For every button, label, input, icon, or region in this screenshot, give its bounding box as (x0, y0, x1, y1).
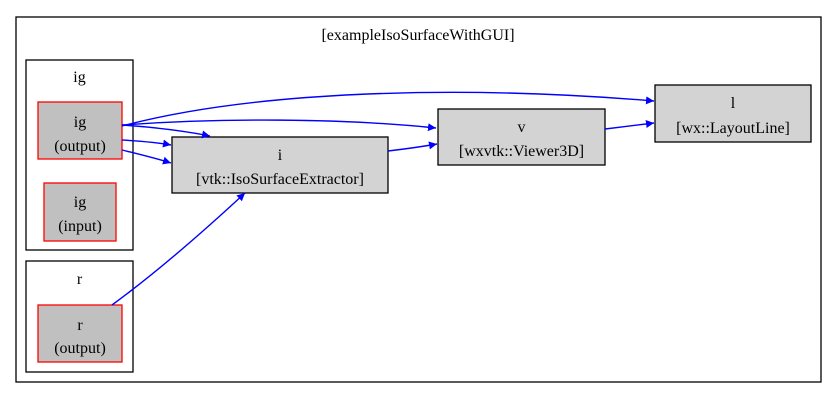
node-l[interactable]: l [wx::LayoutLine] (654, 84, 812, 143)
edge-r-output-to-i[interactable] (111, 192, 246, 306)
graph-title: [exampleIsoSurfaceWithGUI] (321, 27, 514, 44)
edge-v-to-l[interactable] (604, 120, 655, 130)
cluster-ig: ig ig (output) ig (input) (25, 59, 134, 251)
edge-ig-output-to-i-1[interactable] (121, 124, 211, 139)
graph-border (15, 16, 822, 383)
node-i-name: i (278, 147, 283, 164)
edge-ig-output-to-l[interactable] (121, 91, 655, 127)
port-ig-output-name: ig (74, 114, 86, 131)
port-r-output[interactable]: r (output) (37, 304, 123, 363)
port-ig-input[interactable]: ig (input) (43, 182, 117, 242)
port-ig-input-name: ig (74, 194, 86, 211)
edge-ig-output-to-v[interactable] (121, 119, 437, 132)
edge-ig-output-to-i-3[interactable] (121, 149, 172, 165)
node-l-type: [wx::LayoutLine] (676, 120, 790, 137)
node-l-name: l (731, 95, 736, 112)
node-i[interactable]: i [vtk::IsoSurfaceExtractor] (171, 136, 389, 194)
node-v-name: v (518, 119, 526, 136)
cluster-ig-label: ig (73, 69, 85, 86)
cluster-r: r r (output) (25, 260, 134, 373)
edge-ig-output-to-i-2[interactable] (121, 139, 172, 148)
edges (111, 91, 655, 306)
port-ig-input-kind: (input) (58, 218, 102, 235)
port-ig-output[interactable]: ig (output) (37, 101, 123, 160)
cluster-r-label: r (77, 271, 83, 288)
edge-i-to-v[interactable] (387, 141, 438, 152)
port-r-output-kind: (output) (54, 340, 106, 357)
node-i-type: [vtk::IsoSurfaceExtractor] (196, 171, 364, 188)
node-v-type: [wxvtk::Viewer3D] (459, 143, 584, 160)
port-ig-output-kind: (output) (54, 138, 106, 155)
port-r-output-name: r (77, 317, 83, 334)
node-v[interactable]: v [wxvtk::Viewer3D] (437, 108, 606, 166)
